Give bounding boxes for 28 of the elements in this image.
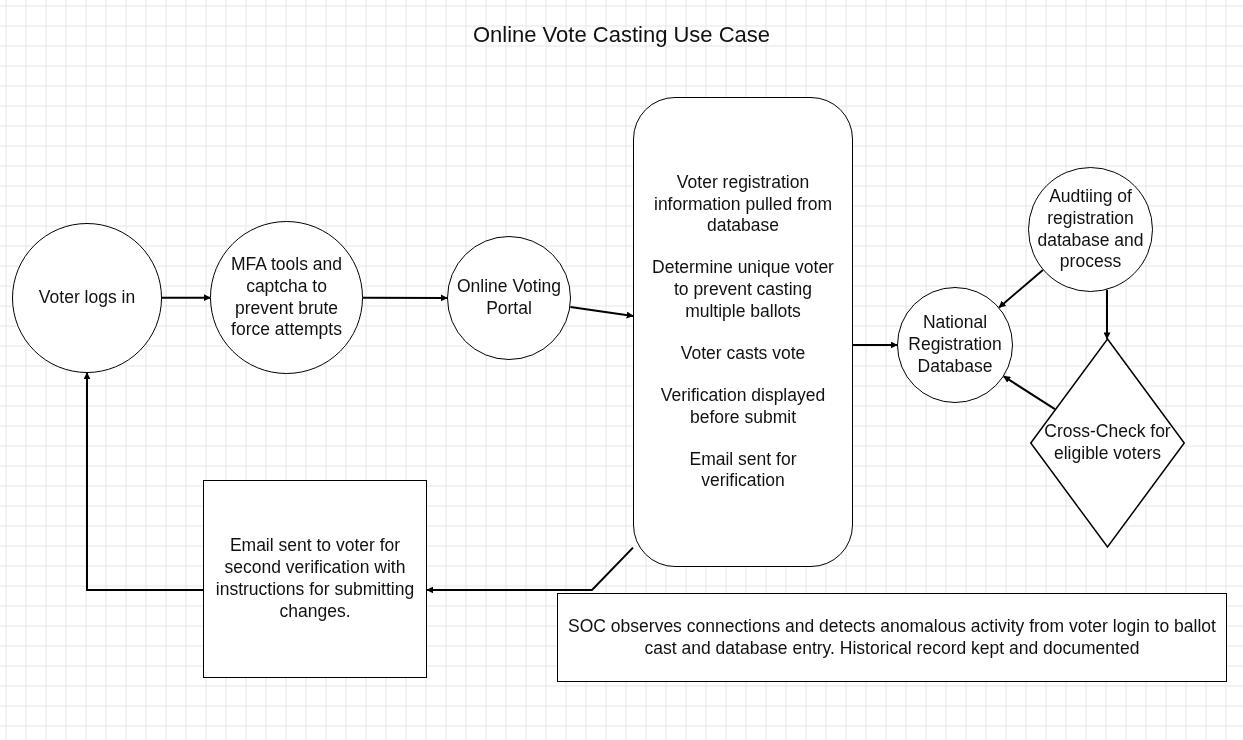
arrow bbox=[161, 294, 211, 302]
arrow bbox=[569, 305, 634, 319]
node-text: Email sent to voter for second verification with instructions for submitting changes. bbox=[214, 535, 416, 623]
node-text: Online Voting Portal bbox=[455, 276, 563, 320]
node-text: Determine unique voter to prevent casting multiple ballots bbox=[651, 257, 835, 323]
node-text: Voter logs in bbox=[38, 287, 136, 309]
node-text: National Registration Database bbox=[907, 312, 1003, 378]
process-box bbox=[557, 593, 1227, 682]
process-circle bbox=[897, 287, 1013, 403]
arrow bbox=[852, 341, 898, 349]
arrow bbox=[998, 269, 1044, 309]
node-text: MFA tools and captcha to prevent brute force attempts bbox=[230, 253, 343, 342]
arrow bbox=[1103, 288, 1111, 340]
process-box bbox=[633, 97, 853, 567]
process-box bbox=[203, 480, 427, 678]
node-text: Email sent for verification bbox=[688, 448, 798, 493]
arrow bbox=[362, 294, 448, 302]
node-text: Voter registration information pulled from database bbox=[653, 171, 833, 238]
node-text: Verification displayed before submit bbox=[659, 384, 827, 429]
node-text: Voter casts vote bbox=[680, 342, 806, 365]
decision-diamond bbox=[1030, 338, 1185, 548]
diagram-title: Online Vote Casting Use Case bbox=[471, 22, 772, 48]
arrow bbox=[83, 372, 204, 591]
node-text: Audtiing of registration database and process bbox=[1036, 185, 1145, 274]
arrow bbox=[1002, 375, 1056, 411]
arrow bbox=[426, 546, 634, 594]
node-text: SOC observes connections and detects anomalous activity from voter login to ballot cast and database entry. Historical record kept and documented bbox=[567, 615, 1217, 660]
node-text: Cross-Check for eligible voters bbox=[1043, 421, 1172, 465]
